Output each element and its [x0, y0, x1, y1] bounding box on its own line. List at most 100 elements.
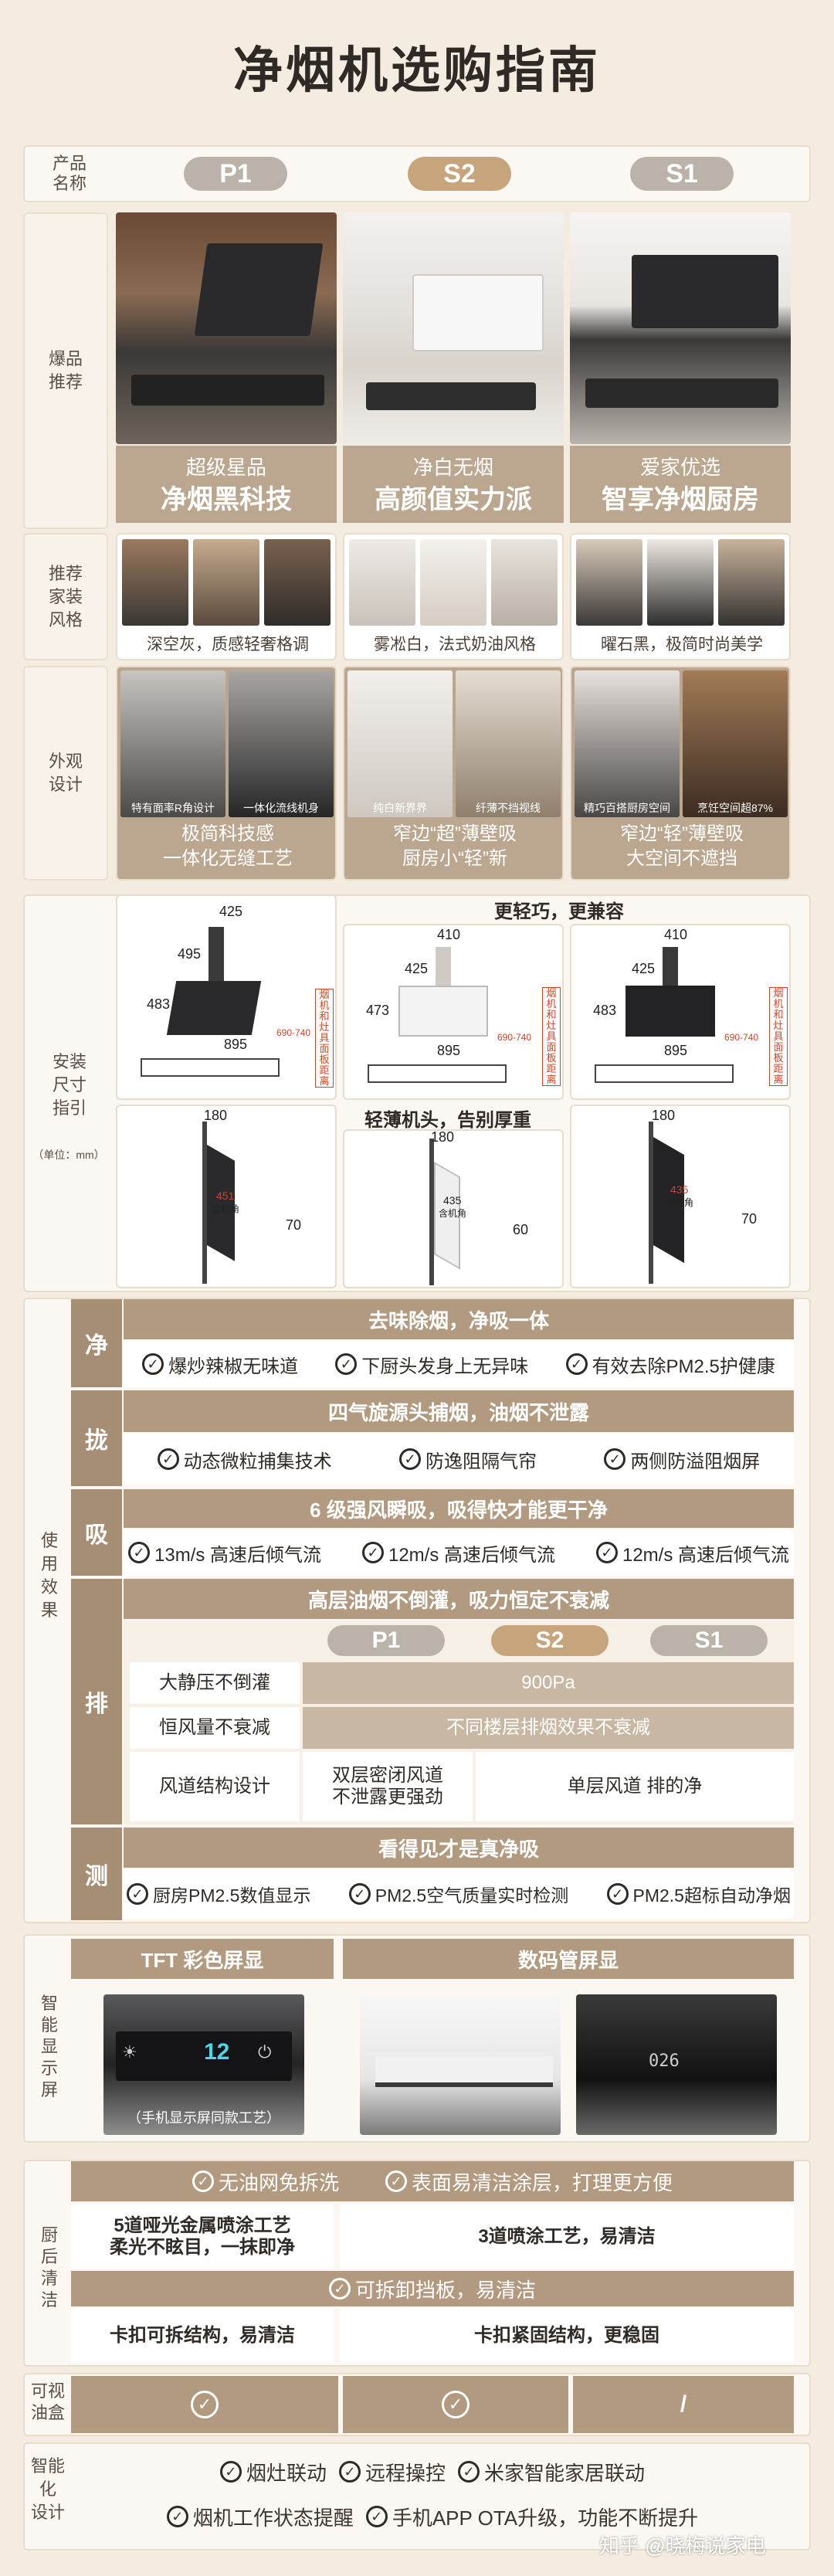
label-hot-pick: 爆品 推荐 [23, 212, 108, 529]
check-icon: ✓ [595, 1542, 618, 1563]
tft-caption: （手机显示屏同款工艺） [127, 2110, 280, 2126]
check-icon: ✓ [166, 2506, 188, 2527]
tft-screen: ☀ 12 ⏻ （手机显示屏同款工艺） [103, 1994, 304, 2135]
xi-title: 6 级强风瞬吸，吸得快才能更干净 [124, 1489, 794, 1528]
label-display: 智 能 显 示 屏 [40, 1994, 58, 2099]
tab-pai: 排 [71, 1579, 122, 1824]
jing-title: 去味除烟，净吸一体 [124, 1299, 794, 1339]
check-icon: ✓ [606, 1883, 629, 1905]
install-front-s1: 410 425 483 895 690-740 烟机 和 灶具 面板 距离 [570, 924, 791, 1100]
style-card-s1: 曜石黑，极简时尚美学 [570, 533, 791, 660]
photo-s2-kitchen [343, 212, 564, 444]
pill-s1: S1 [630, 157, 734, 191]
tab-ce: 测 [71, 1828, 122, 1920]
tft-title: TFT 彩色屏显 [71, 1939, 334, 1979]
pai-row3-rest: 单层风道 排的净 [476, 1752, 794, 1821]
led-value: 026 [649, 2052, 680, 2071]
pai-pill-s2: S2 [491, 1625, 609, 1656]
photo-s1-kitchen [570, 212, 791, 444]
oil-box-s1: / [573, 2376, 794, 2433]
label-appearance: 外观 设计 [23, 666, 108, 881]
install-side-s2: 180 435 含机角 60 [343, 1129, 564, 1288]
style-card-p1: 深空灰，质感轻奢格调 [116, 533, 337, 660]
pai-row2-value: 不同楼层排烟效果不衰减 [303, 1707, 794, 1749]
check-icon: ✓ [361, 1542, 384, 1563]
label-oil-box: 可视 油盒 [30, 2381, 65, 2422]
appearance-card-s2: 纯白新界界 纤薄不挡视线 窄边“超”薄壁吸 厨房小“轻”新 [343, 666, 564, 881]
pill-p1: P1 [184, 157, 287, 191]
style-card-s2: 雾凇白，法式奶油风格 [343, 533, 564, 660]
smart-row2: ✓烟机工作状态提醒 ✓手机APP OTA升级，功能不断提升 [71, 2498, 794, 2535]
check-icon: ✓ [127, 1883, 148, 1905]
caption-s1: 爱家优选 智享净烟厨房 [570, 446, 791, 523]
appearance-card-p1: 特有面率R角设计 一体化流线机身 极简科技感 一体化无缝工艺 [116, 666, 337, 881]
smart-row1: ✓烟灶联动 ✓远程操控 ✓米家智能家居联动 [71, 2453, 794, 2490]
oil-box-s2: ✓ [343, 2376, 568, 2433]
led-screen-s1: 026 [576, 1994, 777, 2135]
pai-row1-label: 大静压不倒灌 [130, 1662, 300, 1704]
tft-value: 12 [204, 2039, 230, 2065]
cleaning-p1-bottom: 卡扣可拆结构，易清洁 [71, 2308, 334, 2364]
caption-p1: 超级星品 净烟黑科技 [116, 446, 337, 523]
cleaning-top: ✓无油网免拆洗 ✓表面易清洁涂层，打理更方便 [71, 2161, 794, 2201]
appearance-card-s1: 精巧百搭厨房空间 烹饪空间超87% 窄边“轻”薄壁吸 大空间不遮挡 [570, 666, 791, 881]
cleaning-rest-bottom: 卡扣紧固结构，更稳固 [340, 2308, 794, 2364]
check-icon: ✓ [338, 2461, 361, 2483]
jing-checks: ✓爆炒辣椒无味道 ✓下厨头发身上无异味 ✓有效去除PM2.5护健康 [124, 1341, 794, 1387]
led-title: 数码管屏显 [343, 1939, 794, 1979]
page-title: 净烟机选购指南 [233, 42, 601, 98]
check-icon: ✓ [142, 1353, 164, 1375]
tab-jing: 净 [71, 1299, 122, 1387]
install-header-mid: 更轻巧，更兼容 [494, 901, 624, 922]
label-cleaning: 厨 后 清 洁 [40, 2225, 58, 2310]
install-header-side: 轻薄机头，告别厚重 [364, 1110, 531, 1131]
label-usage: 使 用 效 果 [40, 1531, 58, 1620]
pai-row1-value: 900Pa [303, 1662, 794, 1704]
pai-title: 高层油烟不倒灌，吸力恒定不衰减 [124, 1579, 794, 1619]
check-icon: ✓ [365, 2506, 388, 2527]
pai-pill-p1: P1 [327, 1625, 445, 1656]
cleaning-mid: ✓可拆卸挡板，易清洁 [71, 2271, 794, 2306]
smart-section [23, 2442, 811, 2551]
caption-s2: 净白无烟 高颜值实力派 [343, 446, 564, 523]
photo-p1-kitchen [116, 212, 337, 444]
label-install: 安装 尺寸 指引 [52, 1052, 86, 1118]
cleaning-p1-text: 5道哑光金属喷涂工艺 柔光不眩目，一抹即净 [71, 2204, 334, 2269]
install-front-p1: 425 495 483 895 690-740 烟机 和 灶具 面板 距离 [116, 894, 337, 1100]
check-icon: ✓ [398, 1448, 421, 1470]
tab-long: 拢 [71, 1390, 122, 1486]
sun-icon: ☀ [122, 2042, 137, 2062]
check-icon: ✓ [219, 2461, 242, 2483]
install-side-p1: 180 451 含机角 70 [116, 1105, 337, 1288]
label-install-unit: （单位：mm） [32, 1149, 105, 1161]
check-icon: ✓ [604, 1448, 626, 1470]
pai-row3-label: 风道结构设计 [130, 1752, 300, 1821]
power-icon: ⏻ [258, 2042, 272, 2062]
cleaning-rest-text: 3道喷涂工艺，易清洁 [340, 2204, 794, 2269]
label-product-name: 产品 名称 [52, 154, 86, 193]
pai-pill-s1: S1 [650, 1625, 768, 1656]
xi-checks: ✓13m/s 高速后倾气流 ✓12m/s 高速后倾气流 ✓12m/s 高速后倾气… [124, 1529, 794, 1576]
long-title: 四气旋源头捕烟，油烟不泄露 [124, 1390, 794, 1432]
check-icon: ✓ [128, 1542, 150, 1563]
check-icon: ✓ [328, 2278, 351, 2299]
check-icon: ✓ [458, 2461, 480, 2483]
label-smart: 智能 化 设计 [30, 2456, 65, 2522]
check-icon: ✓ [335, 1353, 358, 1375]
pai-row2-label: 恒风量不衰减 [130, 1707, 300, 1749]
pai-row3-p1: 双层密闭风道 不泄露更强劲 [303, 1752, 473, 1821]
ce-title: 看得见才是真净吸 [124, 1828, 794, 1868]
pill-s2: S2 [408, 157, 511, 191]
check-icon: ✓ [348, 1883, 371, 1905]
install-front-s2: 410 425 473 895 690-740 烟机 和 灶具 面板 距离 [343, 924, 564, 1100]
tab-xi: 吸 [71, 1489, 122, 1576]
install-side-s1: 180 435 含机角 70 [570, 1105, 791, 1288]
check-icon: ✓ [192, 2170, 214, 2192]
led-screen-s2 [360, 1994, 561, 2135]
check-icon: ✓ [385, 2170, 407, 2192]
check-icon: ✓ [565, 1353, 588, 1375]
long-checks: ✓动态微粒捕集技术 ✓防逸阻隔气帘 ✓两侧防溢阻烟屏 [124, 1434, 794, 1485]
label-home-style: 推荐 家装 风格 [23, 533, 108, 660]
ce-checks: ✓厨房PM2.5数值显示 ✓PM2.5空气质量实时检测 ✓PM2.5超标自动净烟 [124, 1869, 794, 1919]
check-icon: ✓ [157, 1448, 179, 1470]
